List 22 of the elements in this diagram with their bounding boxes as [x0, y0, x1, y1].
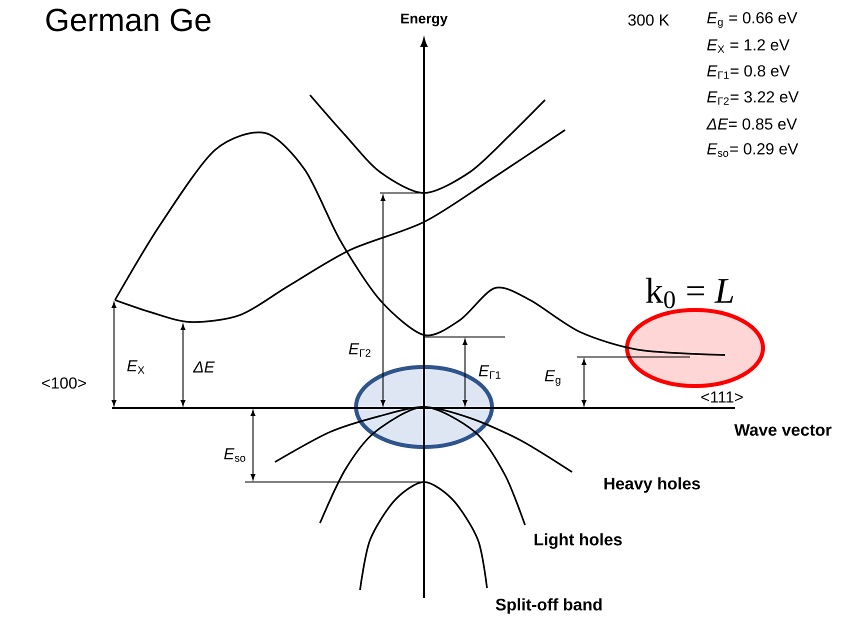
title: German Ge — [46, 8, 210, 32]
gap-label: E$_{g}$ — [544, 370, 560, 386]
parameter-value: E$_{Γ2}$= 3.22 eV — [707, 91, 799, 105]
parameter-value: E$_{so}$= 0.29 eV — [707, 143, 798, 157]
axis-label: Energy — [401, 14, 448, 26]
parameter-value: ΔE= 0.85 eV — [706, 118, 798, 130]
parameter-value: E$_{g}$ = 0.66 eV — [707, 12, 798, 28]
band-label: Heavy holes — [604, 477, 700, 493]
gap-label: E$_{Γ1}$ — [478, 365, 500, 379]
band-label: Light holes — [534, 533, 622, 549]
direction-label: <111> — [701, 392, 743, 402]
formula-label: k$_{0}$ = L — [646, 278, 734, 308]
gap-label: ΔE — [192, 362, 215, 372]
band-label: Split-off band — [496, 598, 602, 614]
parameter-value: E$_{X}$ = 1.2 eV — [707, 39, 790, 53]
temperature-label: 300 K — [628, 14, 670, 26]
axis-label: Wave vector — [734, 424, 832, 436]
gap-label: E$_{Γ2}$ — [348, 343, 370, 357]
parameter-value: E$_{Γ1}$= 0.8 eV — [707, 65, 790, 79]
gap-label: E$_{so}$ — [224, 448, 246, 462]
direction-label: <100> — [42, 377, 86, 389]
gap-label: E$_{X}$ — [127, 360, 144, 374]
